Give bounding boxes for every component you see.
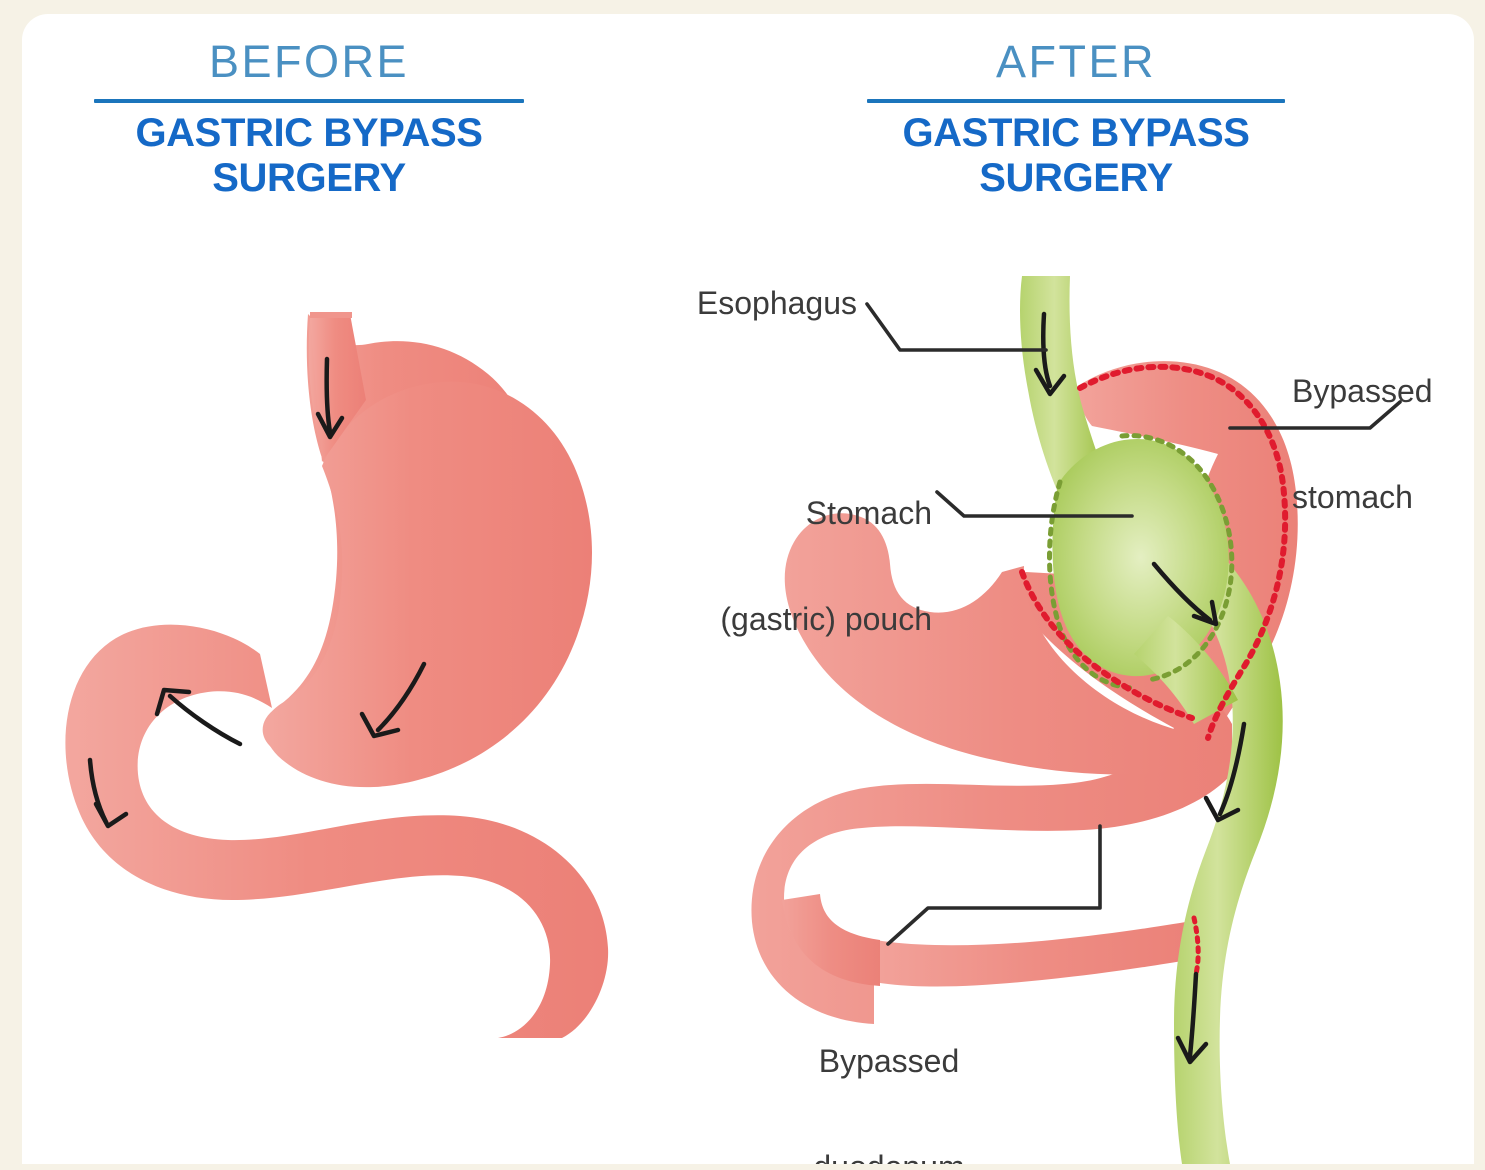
label-bypassed-duodenum-line2: duodenum [774, 1149, 1004, 1164]
leader-bypassed-stomach [1228, 400, 1402, 430]
leader-bypassed-duodenum [886, 824, 1102, 946]
label-bypassed-stomach-line1: Bypassed [1292, 373, 1433, 410]
arrow-esophagus-down [324, 356, 333, 435]
before-stomach-fundus [265, 381, 592, 788]
phase-label-before: BEFORE [208, 36, 410, 87]
label-gastric-pouch-line2: (gastric) pouch [720, 600, 932, 637]
panel-header-after: AFTER GASTRIC BYPASS SURGERY [867, 38, 1285, 201]
label-esophagus: Esophagus [696, 285, 857, 321]
after-anatomy-diagram [751, 276, 1402, 1164]
label-bypassed-stomach-line2: stomach [1292, 478, 1413, 515]
arrow-stomach-down [375, 661, 427, 733]
panel-title-after-line2: SURGERY [979, 156, 1173, 201]
label-bypassed-duodenum-line1: Bypassed [818, 1043, 960, 1080]
leader-lines [865, 302, 1402, 946]
arrow-after-pouch-outlet-head [1191, 599, 1219, 627]
label-gastric-pouch-line1: Stomach [805, 495, 932, 532]
panel-title-before-line2: SURGERY [212, 156, 406, 201]
arrow-after-roux-head [1203, 795, 1241, 823]
arrow-after-roux [1217, 721, 1247, 817]
leader-pouch [935, 490, 1134, 518]
label-bypassed-duodenum: Bypassed duodenum [774, 974, 1004, 1164]
panel-header-before: BEFORE GASTRIC BYPASS SURGERY [94, 38, 524, 201]
remnant-staple-line [1019, 363, 1289, 741]
arrow-duodenum-down-head [93, 801, 129, 829]
after-gastric-pouch [1052, 438, 1229, 677]
before-esophagus-top [310, 312, 352, 318]
header-rule-after [867, 99, 1285, 104]
before-flow-arrows [87, 356, 427, 829]
header-rule-before [94, 99, 524, 104]
arrow-after-pouch-outlet [1151, 561, 1213, 623]
leader-esophagus [865, 302, 1048, 352]
panel-title-after-line1: GASTRIC BYPASS [902, 111, 1250, 156]
arrow-after-esophagus-head [1033, 367, 1067, 397]
arrow-esophagus-head [315, 411, 345, 440]
label-gastric-pouch: Stomach (gastric) pouch [612, 426, 932, 708]
arrow-after-esophagus [1041, 311, 1053, 389]
phase-label-after: AFTER [995, 36, 1156, 87]
after-pouch-outlet [1134, 616, 1238, 724]
panel-title-before-line1: GASTRIC BYPASS [135, 111, 483, 156]
after-bypassed-duodenum [874, 920, 1198, 987]
pouch-staple-line [1047, 433, 1235, 691]
illustration-card: BEFORE GASTRIC BYPASS SURGERY AFTER GAST… [22, 14, 1474, 1164]
arrow-stomach-head [359, 711, 401, 739]
arrow-after-jejunum-head [1175, 1035, 1209, 1065]
after-roux-limb [1174, 546, 1283, 1164]
label-bypassed-stomach: Bypassed stomach [1292, 304, 1474, 586]
after-stomach-remnant-fundus [784, 513, 1228, 775]
arrow-duodenum-head [154, 687, 192, 717]
duodenal-stump-suture [1191, 915, 1201, 977]
arrow-duodenum-up [167, 693, 243, 747]
after-bypassed-duodenum-neck [782, 894, 880, 986]
arrow-after-jejunum [1187, 971, 1199, 1059]
before-anatomy-diagram [65, 312, 609, 1038]
after-flow-arrows [1033, 311, 1247, 1065]
before-duodenum [65, 624, 609, 1038]
